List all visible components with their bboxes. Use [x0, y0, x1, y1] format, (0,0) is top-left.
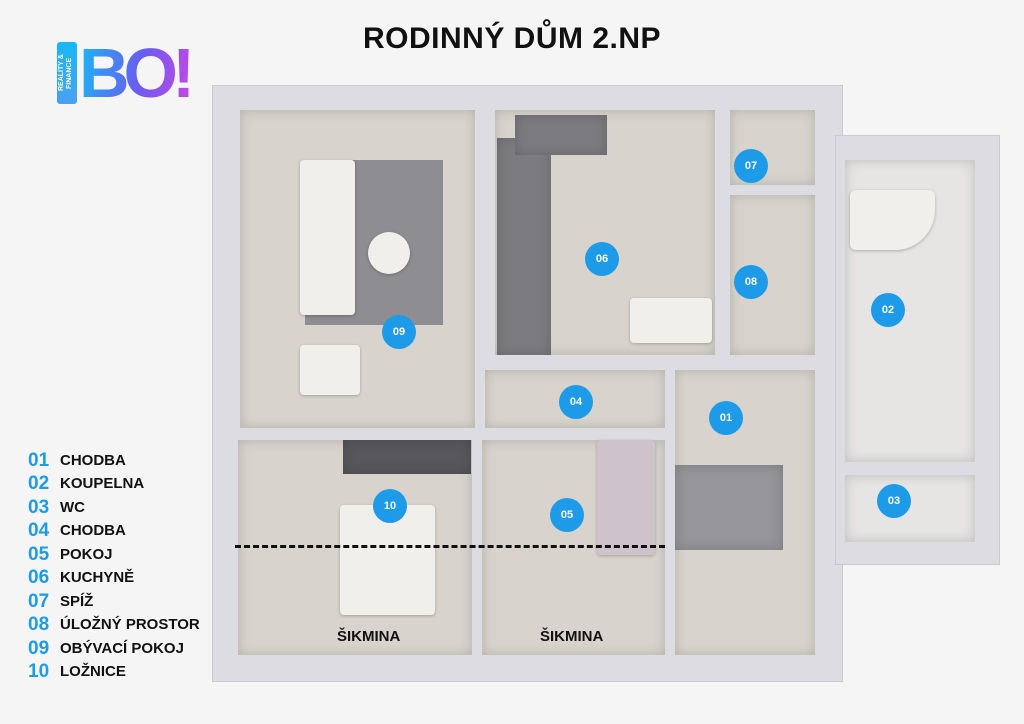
room-marker-10: 10	[373, 489, 407, 523]
armchair	[300, 345, 360, 395]
slope-line	[235, 545, 665, 548]
room-marker-02: 02	[871, 293, 905, 327]
legend-label: CHODBA	[60, 522, 126, 540]
room-marker-01: 01	[709, 401, 743, 435]
legend-item: 08 ÚLOŽNÝ PROSTOR	[28, 614, 200, 638]
legend-number: 06	[28, 567, 50, 589]
legend-item: 07 SPÍŽ	[28, 590, 200, 614]
logo-mark: BO!	[79, 34, 195, 112]
legend-number: 03	[28, 496, 50, 518]
room-marker-04: 04	[559, 385, 593, 419]
coffee-table	[368, 232, 410, 274]
sofa	[300, 160, 355, 315]
legend-item: 06 KUCHYNĚ	[28, 567, 200, 591]
legend-item: 02 KOUPELNA	[28, 473, 200, 497]
desk	[597, 440, 655, 555]
legend-item: 03 WC	[28, 496, 200, 520]
staircase	[675, 465, 783, 550]
legend-number: 08	[28, 614, 50, 636]
legend-item: 09 OBÝVACÍ POKOJ	[28, 637, 200, 661]
legend-label: OBÝVACÍ POKOJ	[60, 639, 184, 657]
room-marker-09: 09	[382, 315, 416, 349]
bed	[340, 505, 435, 615]
slope-label-bedroom: ŠIKMINA	[337, 628, 401, 645]
dining-table	[630, 298, 712, 343]
legend-number: 05	[28, 543, 50, 565]
room-marker-07: 07	[734, 149, 768, 183]
legend-label: SPÍŽ	[60, 592, 94, 610]
bathtub	[850, 190, 935, 250]
legend-number: 07	[28, 590, 50, 612]
legend-item: 10 LOŽNICE	[28, 661, 200, 685]
logo-subtitle: REALITY & FINANCE	[58, 54, 73, 92]
legend-number: 10	[28, 661, 50, 683]
legend-item: 05 POKOJ	[28, 543, 200, 567]
legend-number: 09	[28, 637, 50, 659]
legend-label: LOŽNICE	[60, 663, 126, 681]
room-marker-03: 03	[877, 484, 911, 518]
kitchen-hood	[515, 115, 607, 155]
room-marker-08: 08	[734, 265, 768, 299]
slope-label-room: ŠIKMINA	[540, 628, 604, 645]
wardrobe	[343, 440, 471, 474]
legend-label: WC	[60, 498, 85, 516]
logo-band	[57, 42, 77, 104]
page-title: RODINNÝ DŮM 2.NP	[362, 22, 662, 55]
legend-label: KOUPELNA	[60, 475, 145, 493]
room-marker-05: 05	[550, 498, 584, 532]
legend-number: 04	[28, 520, 50, 542]
kitchen-counter	[497, 138, 551, 355]
legend-number: 02	[28, 473, 50, 495]
legend-number: 01	[28, 449, 50, 471]
room-marker-06: 06	[585, 242, 619, 276]
legend-item: 01 CHODBA	[28, 449, 200, 473]
legend-label: POKOJ	[60, 545, 113, 563]
room-03	[845, 475, 975, 542]
legend-label: ÚLOŽNÝ PROSTOR	[60, 616, 200, 634]
legend-label: KUCHYNĚ	[60, 569, 135, 587]
logo: REALITY & FINANCE BO!	[57, 34, 217, 112]
legend-item: 04 CHODBA	[28, 520, 200, 544]
legend-label: CHODBA	[60, 451, 126, 469]
